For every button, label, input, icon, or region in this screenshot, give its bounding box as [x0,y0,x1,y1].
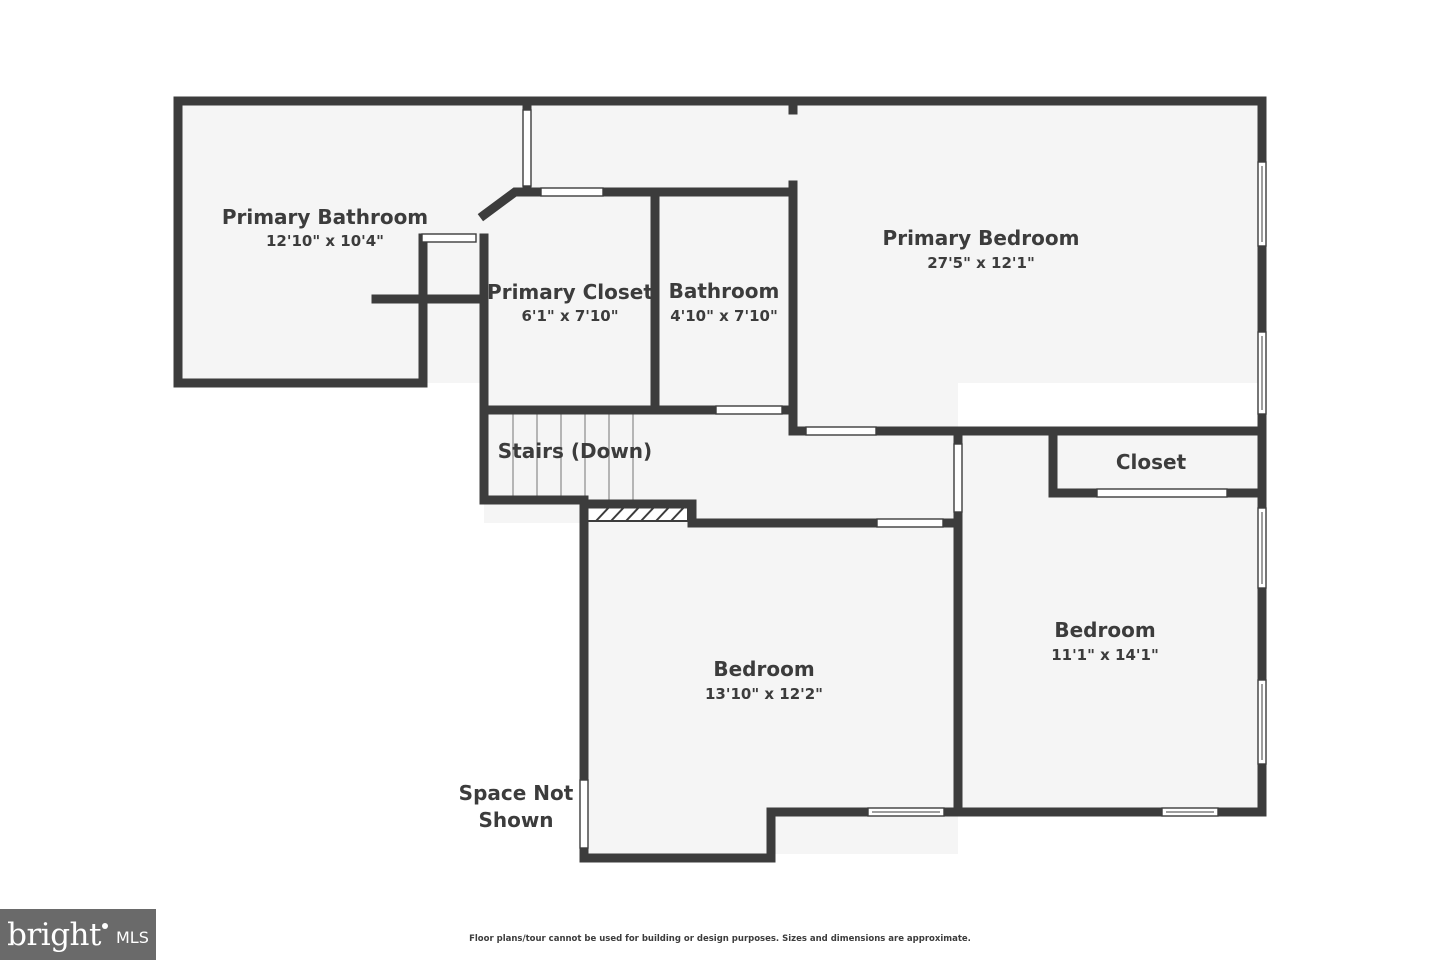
openings [421,109,1267,849]
bedroom-2-dims: 11'1" x 14'1" [1051,646,1159,664]
closet-name: Closet [1116,450,1187,474]
primary-bathroom-name: Primary Bathroom [222,205,428,229]
primary-closet-name: Primary Closet [487,280,653,304]
primary-bathroom-dims: 12'10" x 10'4" [266,232,384,250]
stairs-treads [512,414,634,500]
bright-mls-logo: bright MLS [0,909,156,960]
logo-word: bright [7,916,101,953]
logo-mark-icon [101,922,108,929]
bathroom-name: Bathroom [669,279,780,303]
primary-bedroom-dims: 27'5" x 12'1" [927,254,1035,272]
space-not-shown-line2: Shown [478,808,553,832]
bedroom-1-dims: 13'10" x 12'2" [705,685,823,703]
bedroom-2-name: Bedroom [1054,618,1155,642]
bedroom-1-name: Bedroom [713,657,814,681]
primary-bedroom-name: Primary Bedroom [883,226,1080,250]
primary-closet-dims: 6'1" x 7'10" [521,307,618,325]
space-not-shown-line1: Space Not [459,781,574,805]
stairs-label: Stairs (Down) [498,439,652,463]
disclaimer-text: Floor plans/tour cannot be used for buil… [469,934,971,944]
logo-mls: MLS [115,928,149,947]
bathroom-dims: 4'10" x 7'10" [670,307,778,325]
